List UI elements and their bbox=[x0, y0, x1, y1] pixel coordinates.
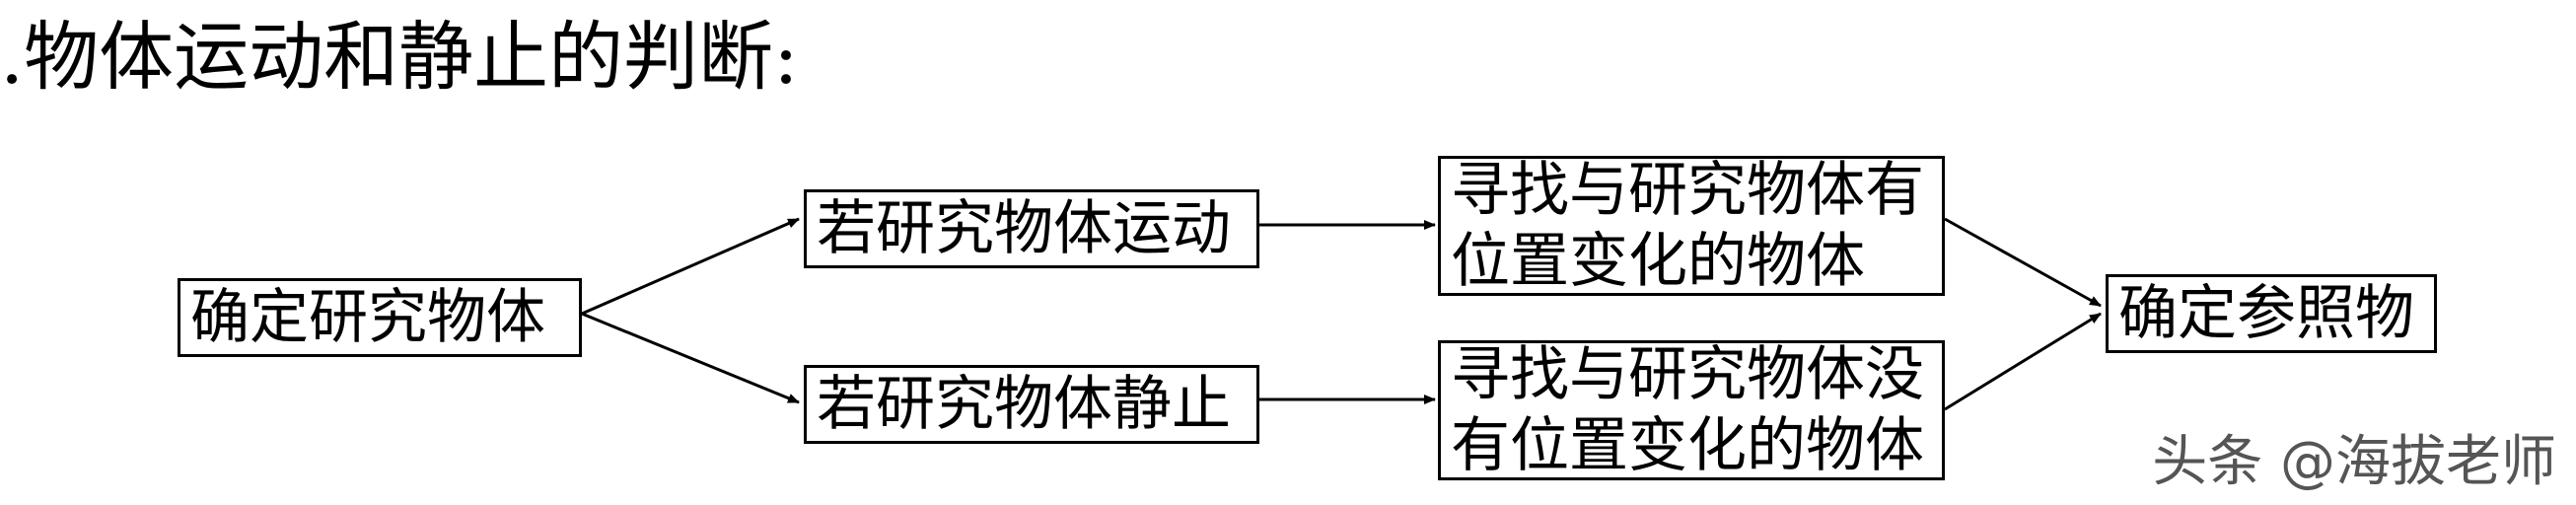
watermark: 头条 @海拔老师 bbox=[2152, 430, 2556, 494]
box-determine-object: 确定研究物体 bbox=[178, 278, 582, 357]
arrow-to-moving bbox=[581, 217, 800, 316]
box-find-changed-line1: 寻找与研究物体有 bbox=[1451, 156, 1924, 225]
page-title: .物体运动和静止的判断: bbox=[0, 13, 799, 101]
arrow-find-unchanged-to-reference bbox=[1944, 312, 2102, 411]
box-find-changed-line2: 位置变化的物体 bbox=[1451, 227, 1865, 296]
box-find-unchanged: 寻找与研究物体没 有位置变化的物体 bbox=[1438, 340, 1945, 480]
box-if-moving: 若研究物体运动 bbox=[804, 189, 1259, 268]
box-determine-reference: 确定参照物 bbox=[2106, 274, 2437, 353]
box-find-unchanged-line1: 寻找与研究物体没 bbox=[1451, 340, 1924, 409]
arrow-find-changed-to-reference bbox=[1944, 217, 2102, 308]
box-find-unchanged-line2: 有位置变化的物体 bbox=[1451, 411, 1924, 480]
box-find-changed: 寻找与研究物体有 位置变化的物体 bbox=[1438, 156, 1945, 296]
box-if-static: 若研究物体静止 bbox=[804, 365, 1259, 444]
box-determine-object-label: 确定研究物体 bbox=[190, 283, 545, 352]
box-if-moving-label: 若研究物体运动 bbox=[817, 194, 1231, 263]
box-determine-reference-label: 确定参照物 bbox=[2118, 279, 2414, 348]
arrow-to-static bbox=[581, 312, 800, 404]
box-if-static-label: 若研究物体静止 bbox=[817, 370, 1231, 439]
